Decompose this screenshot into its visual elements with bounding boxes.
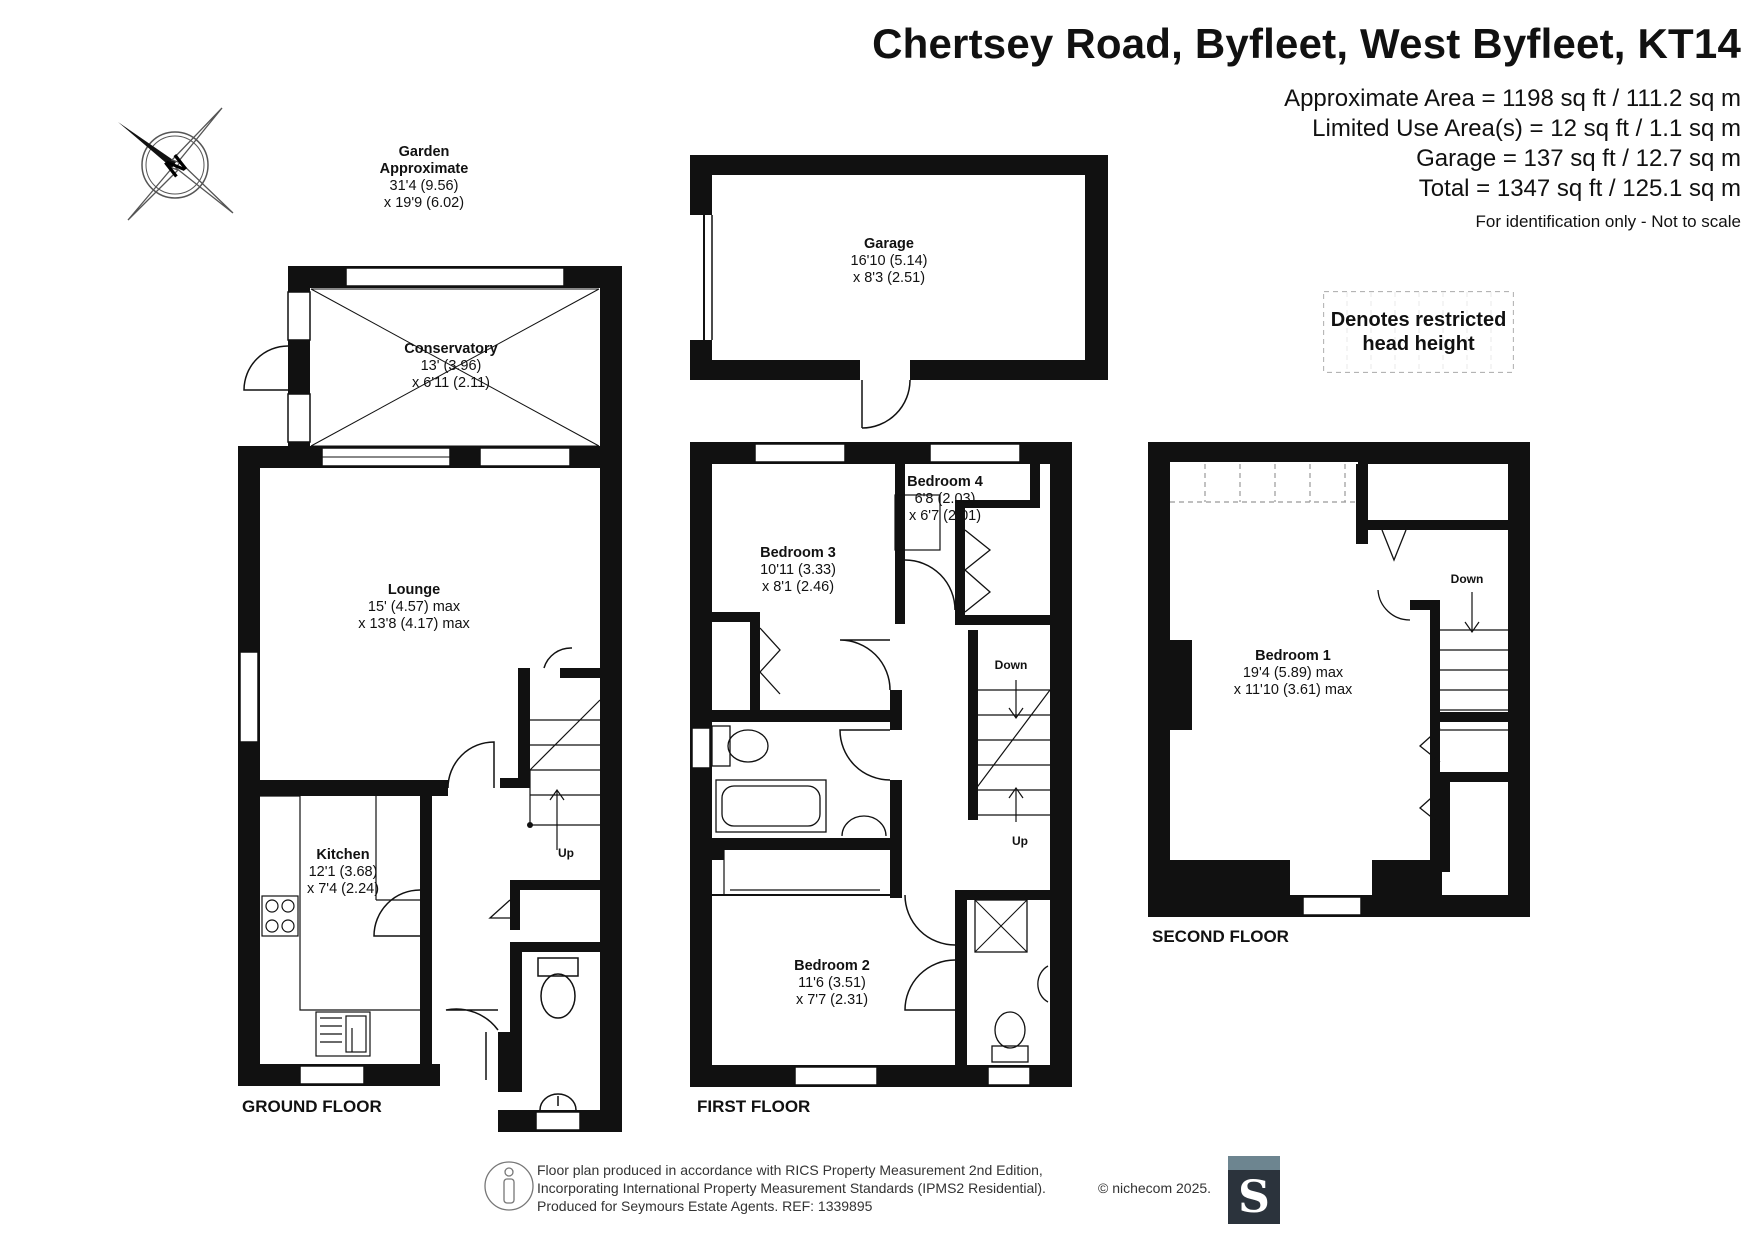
garage-walls	[690, 155, 1108, 429]
second-floor-walls	[1148, 442, 1530, 917]
garage-area: Garage = 137 sq ft / 12.7 sq m	[1416, 145, 1741, 172]
second-stairs-down-label: Down	[1450, 572, 1484, 586]
ground-stairs-up-label: Up	[558, 846, 574, 860]
first-floor-label: FIRST FLOOR	[697, 1097, 811, 1116]
first-stairs-down-label: Down	[994, 658, 1028, 672]
total-area: Total = 1347 sq ft / 125.1 sq m	[1418, 175, 1741, 202]
first-stairs-up-label: Up	[1012, 834, 1028, 848]
property-title: Chertsey Road, Byfleet, West Byfleet, KT…	[872, 20, 1741, 67]
first-floor-walls	[690, 442, 1072, 1087]
disclaimer: For identification only - Not to scale	[1475, 212, 1741, 231]
footer-text: Floor plan produced in accordance with R…	[537, 1162, 1046, 1214]
second-floor-label: SECOND FLOOR	[1152, 927, 1289, 946]
seymours-logo: S	[1228, 1156, 1280, 1224]
limited-use-area: Limited Use Area(s) = 12 sq ft / 1.1 sq …	[1312, 115, 1741, 142]
approximate-area: Approximate Area = 1198 sq ft / 111.2 sq…	[1284, 85, 1741, 112]
nichecom-credit: © nichecom 2025.	[1098, 1180, 1212, 1196]
compass-icon: N	[118, 107, 234, 221]
restricted-height-legend: Denotes restricted head height	[1324, 292, 1513, 372]
person-icon	[484, 1161, 534, 1211]
ground-floor-walls	[238, 266, 622, 1132]
ground-floor-label: GROUND FLOOR	[242, 1097, 382, 1116]
